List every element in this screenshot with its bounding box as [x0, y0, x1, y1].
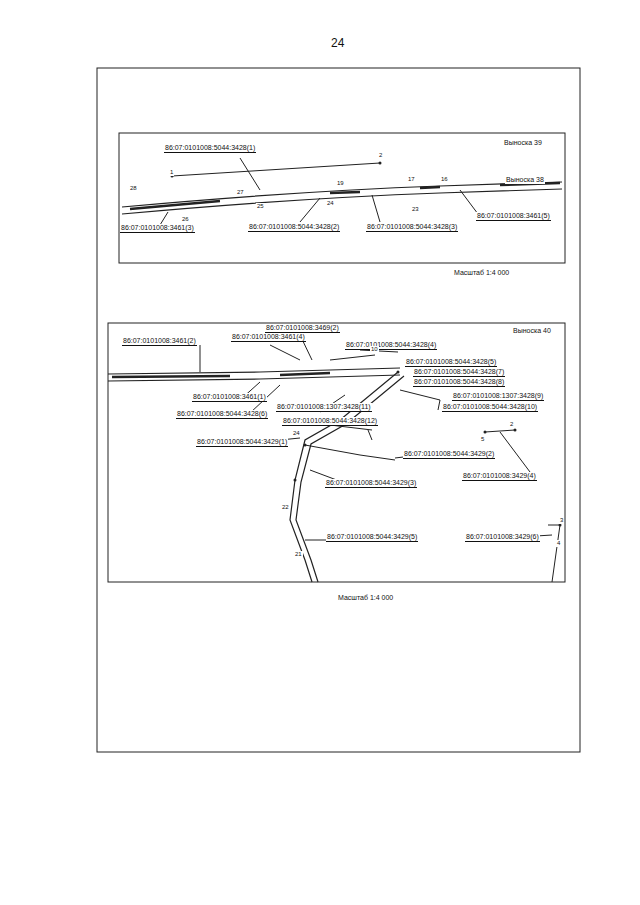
map-label: 4	[556, 540, 561, 547]
cadastral-number: 86:07:0101008:5044:3428(8)	[413, 378, 505, 387]
cadastral-number: 86:07:0101008:5044:3428(5)	[405, 358, 497, 367]
cadastral-number: 86:07:0101008:3469(2)	[265, 324, 340, 333]
map-label: 17	[407, 176, 416, 183]
cadastral-number: 86:07:0101008:5044:3428(3)	[366, 223, 458, 232]
cadastral-number: 86:07:0101008:5044:3429(1)	[196, 438, 288, 447]
map-label: 21	[294, 551, 303, 558]
cadastral-number: 86:07:0101008:1307:3428(9)	[452, 392, 544, 401]
map-label: 27	[236, 189, 245, 196]
map-label: Выноска 38	[505, 176, 545, 184]
map-label: 19	[336, 180, 345, 187]
cadastral-number: 86:07:0101008:5044:3428(6)	[176, 410, 268, 419]
map-label: 16	[440, 176, 449, 183]
map-label: 25	[256, 203, 265, 210]
map-label: 2	[509, 421, 514, 428]
map-label: 5	[480, 436, 485, 443]
page-number: 24	[330, 37, 345, 50]
cadastral-number: 86:07:0101008:5044:3428(4)	[345, 341, 437, 350]
cadastral-number: 86:07:0101008:5044:3429(2)	[403, 450, 495, 459]
map-label: 23	[411, 206, 420, 213]
map-label: 22	[281, 504, 290, 511]
map-label: 10	[370, 346, 379, 353]
cadastral-number: 86:07:0101008:3461(5)	[476, 212, 551, 221]
map-label: 3	[559, 517, 564, 524]
map-label: Масштаб 1:4 000	[453, 269, 510, 277]
cadastral-number: 86:07:0101008:5044:3428(10)	[442, 403, 538, 412]
map-label: 1	[169, 169, 174, 176]
map-label: 28	[129, 185, 138, 192]
cadastral-number: 86:07:0101008:5044:3428(2)	[248, 223, 340, 232]
cadastral-number: 86:07:0101008:5044:3429(3)	[325, 479, 417, 488]
map-label: Масштаб 1:4 000	[337, 594, 394, 602]
cadastral-number: 86:07:0101008:5044:3428(12)	[282, 417, 378, 426]
page-frame	[97, 68, 580, 752]
map-label: 2	[378, 152, 383, 159]
cadastral-number: 86:07:0101008:3461(3)	[120, 224, 195, 233]
cadastral-number: 86:07:0101008:1307:3428(11)	[276, 403, 372, 412]
map-label: Выноска 40	[512, 327, 552, 335]
inset-frame	[119, 133, 565, 263]
cadastral-number: 86:07:0101008:5044:3428(7)	[413, 368, 505, 377]
cadastral-number: 86:07:0101008:5044:3429(5)	[326, 533, 418, 542]
cadastral-number: 86:07:0101008:3429(4)	[462, 472, 537, 481]
inset-frame	[108, 323, 565, 582]
cadastral-number: 86:07:0101008:3429(6)	[465, 533, 540, 542]
map-label: Выноска 39	[503, 139, 543, 147]
map-label: 24	[292, 430, 301, 437]
cadastral-number: 86:07:0101008:3461(4)	[231, 333, 306, 342]
map-label: 26	[181, 216, 190, 223]
cadastral-number: 86:07:0101008:3461(2)	[122, 337, 197, 346]
cadastral-number: 86:07:0101008:3461(1)	[192, 393, 267, 402]
cadastral-number: 86:07:0101008:5044:3428(1)	[164, 144, 256, 153]
map-label: 24	[326, 200, 335, 207]
